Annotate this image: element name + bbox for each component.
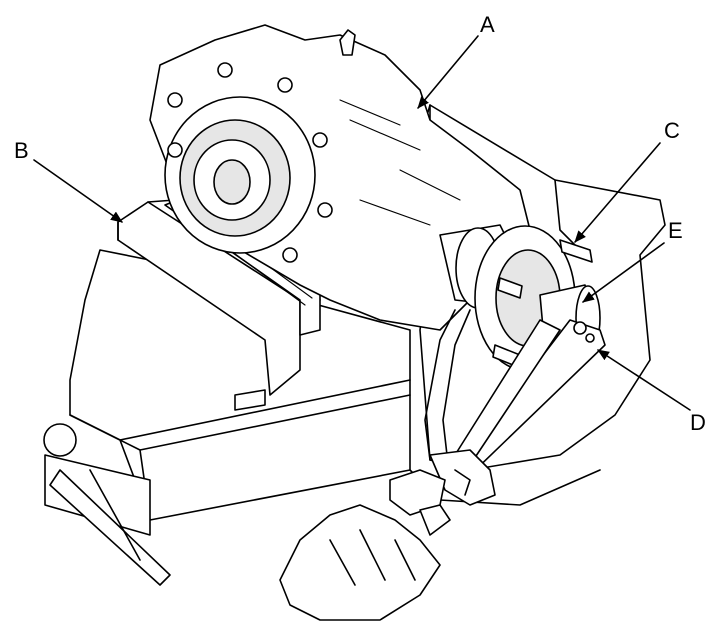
leader-line-c	[574, 142, 661, 243]
callout-e: E	[668, 218, 683, 243]
callout-b: B	[14, 138, 29, 163]
callout-c: C	[664, 118, 680, 143]
leader-line-e	[582, 242, 665, 303]
callout-d: D	[690, 410, 706, 435]
leader-line-d	[597, 349, 691, 411]
leader-line-a	[417, 35, 479, 109]
hands	[279, 469, 451, 621]
callout-a: A	[480, 12, 495, 37]
leader-line-b	[33, 159, 123, 223]
flange-holder-tool	[424, 309, 606, 506]
leader-lines	[33, 35, 691, 411]
